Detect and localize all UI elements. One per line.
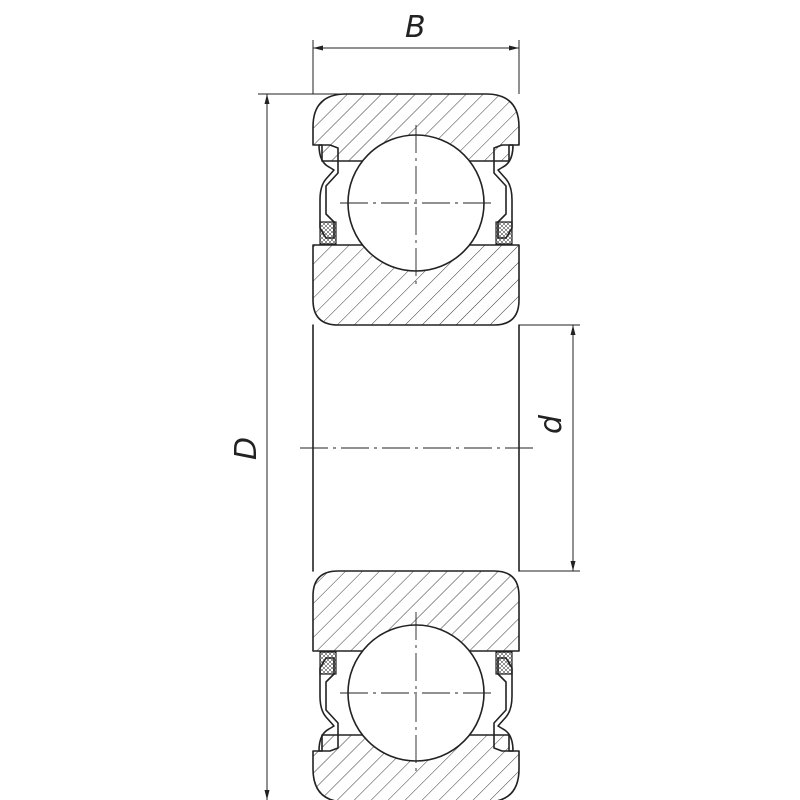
seal-bottom-right [493,651,514,752]
dimension-bore [519,324,580,572]
label-width-B: B [405,10,426,45]
inner-ring-bottom [312,570,520,652]
center-lines [300,125,535,772]
seal-bottom-left [318,651,339,752]
label-outer-diameter-D: D [229,437,264,460]
seal-top-left [318,144,339,245]
inner-ring-top [312,244,520,326]
label-bore-d: d [534,414,569,434]
seal-top-right [493,144,514,245]
dimension-width [312,40,520,94]
dimension-outer-diameter [258,93,346,800]
outer-ring-bottom [312,734,520,800]
